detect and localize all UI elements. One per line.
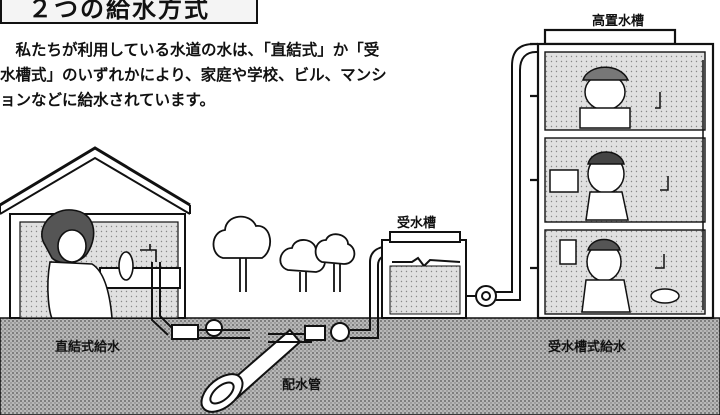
receiving-tank-label: 受水槽 <box>397 216 437 231</box>
building-occupants <box>549 66 680 313</box>
pump-and-riser <box>466 43 560 307</box>
distribution-main <box>200 328 302 413</box>
elevated-tank-label: 高置水槽 <box>592 14 645 29</box>
intro-line: 私たちが利用している水道の水は、「直結式」か「受 <box>0 41 380 59</box>
ground <box>0 317 720 415</box>
page-title: ２つの給水方式 <box>0 0 258 24</box>
distribution-pipe-label: 配水管 <box>282 378 322 393</box>
receiving-tank <box>381 231 467 319</box>
direct-supply-label: 直結式給水 <box>55 340 121 355</box>
intro-line: 水槽式」のいずれかにより、家庭や学校、ビル、マンシ <box>0 66 387 84</box>
trees <box>212 215 356 292</box>
woman-figure <box>41 209 157 319</box>
tank-supply-label: 受水槽式給水 <box>548 340 627 355</box>
direct-pipe <box>151 262 250 340</box>
intro-line: ョンなどに給水されています。 <box>0 91 215 109</box>
intro-paragraph: 私たちが利用している水道の水は、「直結式」か「受 水槽式」のいずれかにより、家庭… <box>0 38 500 113</box>
